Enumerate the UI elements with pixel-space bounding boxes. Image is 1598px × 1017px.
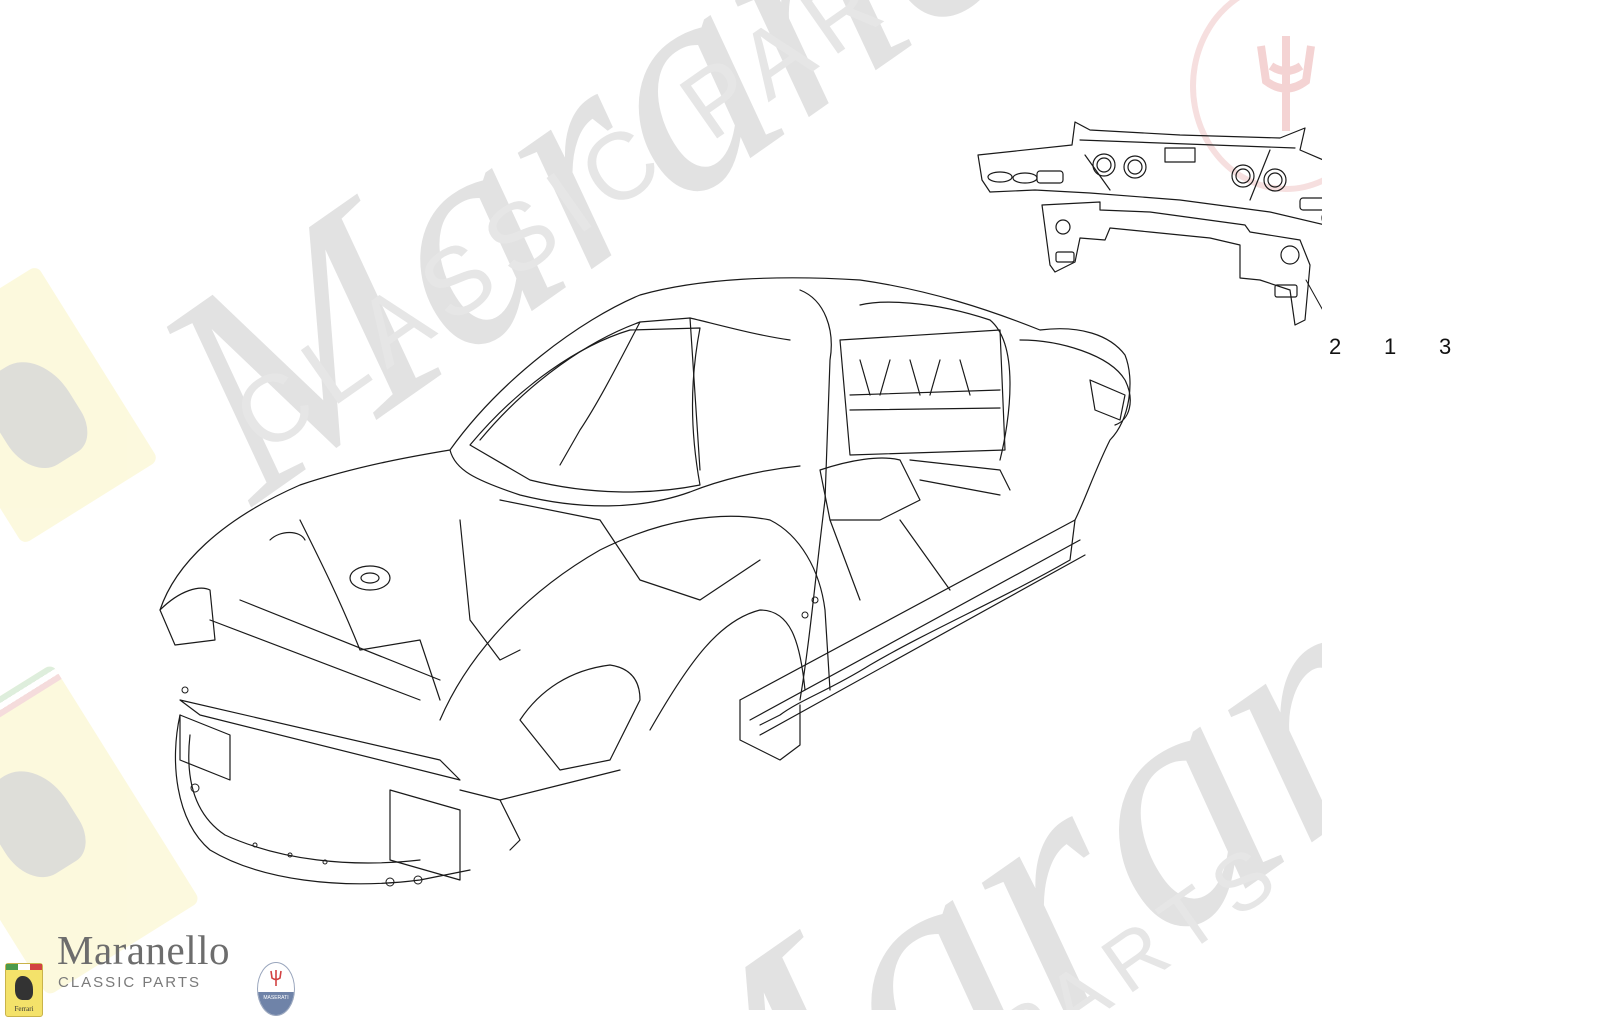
part-2-rear-lower-panel <box>1041 201 1311 326</box>
ferrari-shield-icon: Ferrari <box>5 963 43 1017</box>
body-shell-outline <box>159 277 1131 887</box>
callout-label-2[interactable]: 2 <box>1329 334 1342 359</box>
maserati-badge-icon: MASERATI <box>257 962 295 1016</box>
ferrari-badge-text: Ferrari <box>14 1005 34 1013</box>
leader-line-2 <box>1305 279 1322 310</box>
car-body-line-drawing <box>159 121 1322 887</box>
maserati-badge-lower <box>258 991 294 1015</box>
callout-label-1[interactable]: 1 <box>1384 334 1397 359</box>
prancing-horse-icon <box>15 976 33 1000</box>
logo-subtitle: CLASSIC PARTS <box>58 974 201 991</box>
rear-panel-assembly <box>977 121 1322 326</box>
callout-leaders <box>1305 279 1322 310</box>
italian-flag-stripe <box>6 964 42 970</box>
part-1-rear-upper-panel <box>977 121 1322 225</box>
trident-icon <box>270 970 282 986</box>
maserati-badge-text: MASERATI <box>263 995 289 1001</box>
logo-name: Maranello <box>57 927 230 973</box>
maranello-classic-parts-logo: Ferrari Maranello CLASSIC PARTS MASERATI <box>0 925 320 1017</box>
callout-label-3[interactable]: 3 <box>1439 334 1452 359</box>
parts-diagram-image: Maranello CLASSIC PARTS Maranello PARTS <box>0 0 1322 1010</box>
trident-icon <box>1257 36 1315 131</box>
